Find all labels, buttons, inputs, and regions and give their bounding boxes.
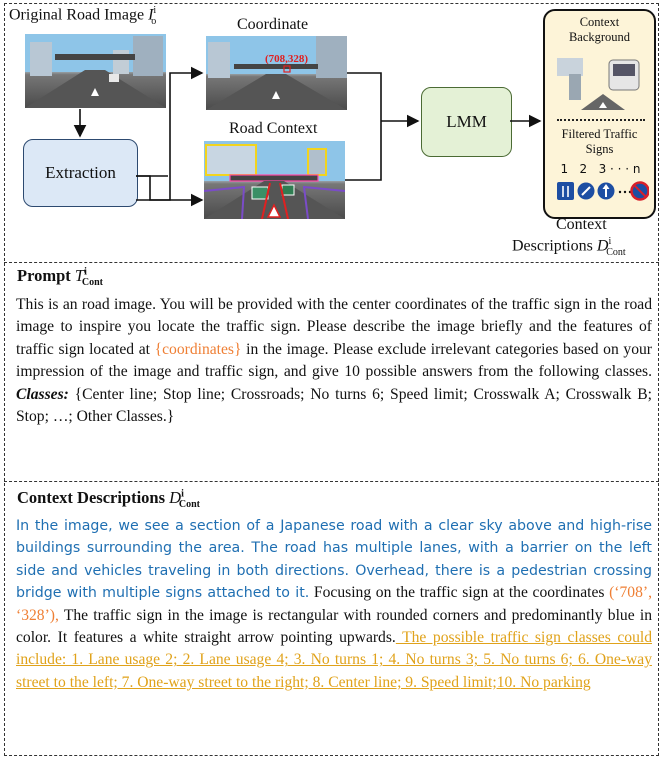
extraction-box: Extraction	[23, 139, 138, 207]
prompt-text: This is an road image. You will be provi…	[16, 296, 652, 426]
lmm-label: LMM	[446, 112, 487, 131]
original-road-photo	[25, 34, 166, 108]
scene-description: In the image, we see a section of a Japa…	[16, 518, 652, 602]
context-label: Context	[556, 216, 607, 233]
filtered-traffic-signs-label: Filtered Traffic Signs	[561, 127, 638, 156]
lmm-box: LMM	[421, 87, 512, 157]
sign-numbers: 1 2 3 · · · n	[560, 162, 641, 176]
section-divider-1	[4, 262, 659, 263]
classes-text: {Center line; Stop line; Crossroads; No …	[16, 385, 652, 426]
figure-frame	[4, 3, 659, 756]
original-road-image-label: Original Road Image Iio	[9, 5, 157, 27]
diagram-arrows	[73, 66, 542, 207]
coordinate-label: Coordinate	[237, 16, 309, 33]
classes-label: Classes:	[16, 385, 69, 403]
sign-coordinates: (‘708’, ‘328’),	[16, 584, 652, 624]
possible-classes: The possible traffic sign classes could …	[16, 629, 652, 691]
descriptions-label: Descriptions DiCont	[512, 236, 626, 258]
coordinate-photo	[206, 36, 347, 110]
road-context-photo	[204, 141, 345, 219]
context-background-image	[551, 52, 648, 114]
extraction-label: Extraction	[45, 163, 116, 182]
coordinate-value: (708,328)	[265, 53, 309, 65]
filtered-sign-icons	[554, 180, 650, 202]
section-divider-2	[4, 481, 659, 482]
road-context-label: Road Context	[229, 120, 318, 137]
context-descriptions-heading: Context Descriptions DiCont	[17, 488, 200, 511]
coordinates-placeholder: {coordinates}	[154, 340, 242, 358]
panel-divider	[557, 119, 645, 121]
context-background-label: Context Background	[568, 15, 631, 44]
prompt-heading: Prompt TiCont	[17, 266, 103, 289]
context-description-text: In the image, we see a section of a Japa…	[16, 518, 652, 691]
